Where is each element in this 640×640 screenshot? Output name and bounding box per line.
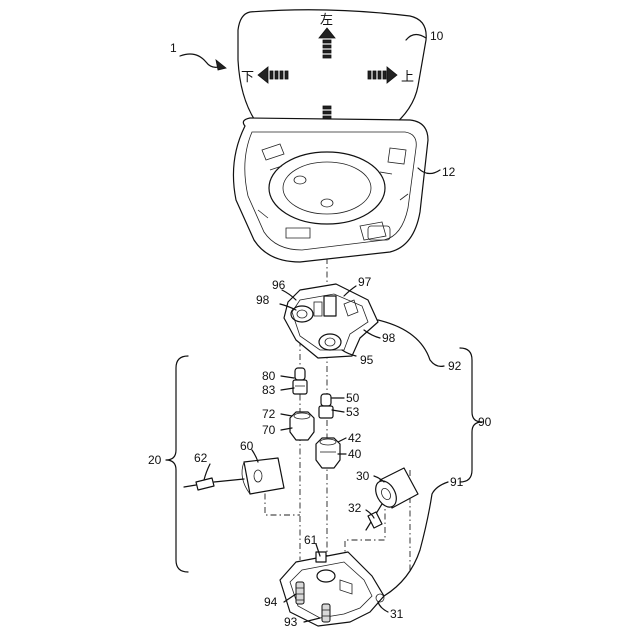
label-98-right: 98 xyxy=(382,331,396,345)
label-90: 90 xyxy=(478,415,492,429)
label-97: 97 xyxy=(358,275,372,289)
label-40: 40 xyxy=(348,447,362,461)
label-70: 70 xyxy=(262,423,276,437)
worm-gear-62 xyxy=(184,478,214,490)
label-96: 96 xyxy=(272,278,286,292)
label-10: 10 xyxy=(430,29,444,43)
label-80: 80 xyxy=(262,369,276,383)
label-91: 91 xyxy=(450,475,464,489)
mirror-label-up: 上 xyxy=(401,70,414,85)
label-30: 30 xyxy=(356,469,370,483)
label-50: 50 xyxy=(346,391,360,405)
label-42: 42 xyxy=(348,431,362,445)
label-20: 20 xyxy=(148,453,162,467)
label-83: 83 xyxy=(262,383,276,397)
label-53: 53 xyxy=(346,405,360,419)
label-92: 92 xyxy=(448,359,462,373)
label-12: 12 xyxy=(442,165,456,179)
upper-housing xyxy=(284,284,378,358)
gear-nut-40 xyxy=(316,438,340,468)
label-60: 60 xyxy=(240,439,254,453)
label-32: 32 xyxy=(348,501,362,515)
label-93: 93 xyxy=(284,615,298,629)
pivot-pin-50 xyxy=(319,394,333,418)
label-72: 72 xyxy=(262,407,276,421)
worm-gear-32 xyxy=(368,512,382,528)
mirror-holder xyxy=(233,118,428,262)
label-31: 31 xyxy=(390,607,404,621)
label-94: 94 xyxy=(264,595,278,609)
label-61: 61 xyxy=(304,533,318,547)
mirror-label-down: 下 xyxy=(241,70,254,85)
pivot-pin-80 xyxy=(293,368,307,394)
brace-20 xyxy=(166,356,188,572)
label-62: 62 xyxy=(194,451,208,465)
mirror-label-left: 左 xyxy=(320,13,333,28)
motor-60 xyxy=(214,458,284,494)
label-1: 1 xyxy=(170,41,177,55)
gear-nut-70 xyxy=(290,412,314,440)
label-95: 95 xyxy=(360,353,374,367)
label-98-left: 98 xyxy=(256,293,270,307)
